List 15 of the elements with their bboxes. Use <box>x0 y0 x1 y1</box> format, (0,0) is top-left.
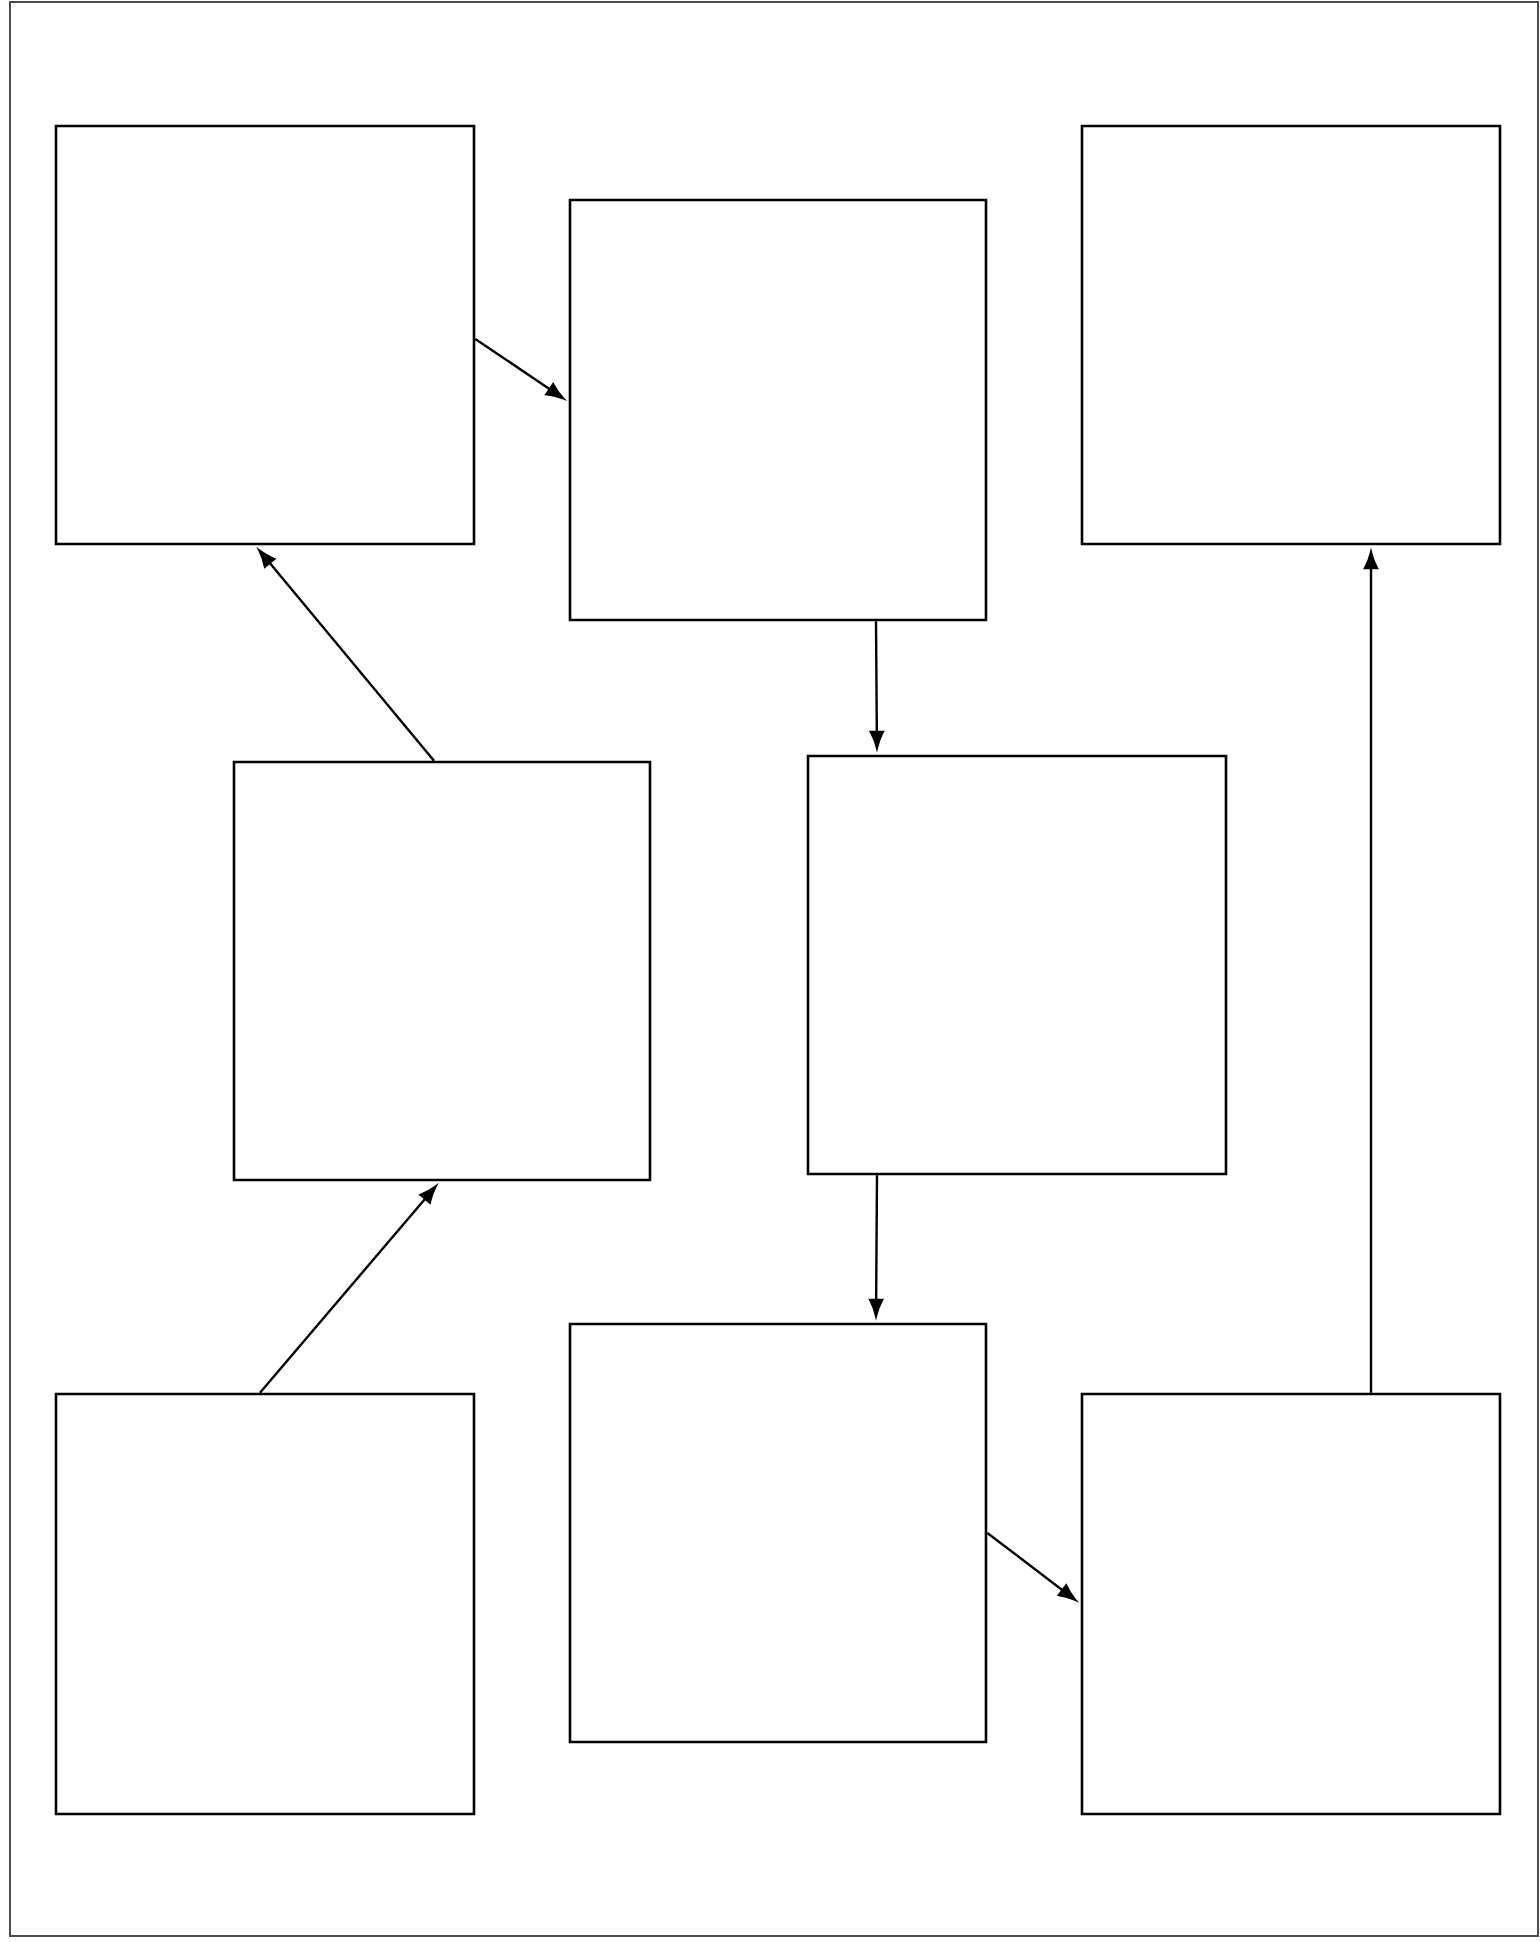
arrow <box>259 1185 437 1394</box>
empty-box <box>568 198 988 622</box>
arrow <box>986 1532 1077 1601</box>
empty-box <box>1080 124 1502 546</box>
empty-box <box>232 760 652 1182</box>
empty-box <box>1080 1392 1502 1816</box>
empty-box <box>54 1392 476 1816</box>
arrow <box>1363 551 1379 1393</box>
arrow <box>474 338 565 400</box>
empty-box <box>568 1322 988 1744</box>
arrow <box>869 1175 884 1317</box>
arrow <box>869 621 884 749</box>
arrow <box>258 549 435 762</box>
empty-box <box>54 124 476 546</box>
empty-box <box>806 754 1228 1176</box>
